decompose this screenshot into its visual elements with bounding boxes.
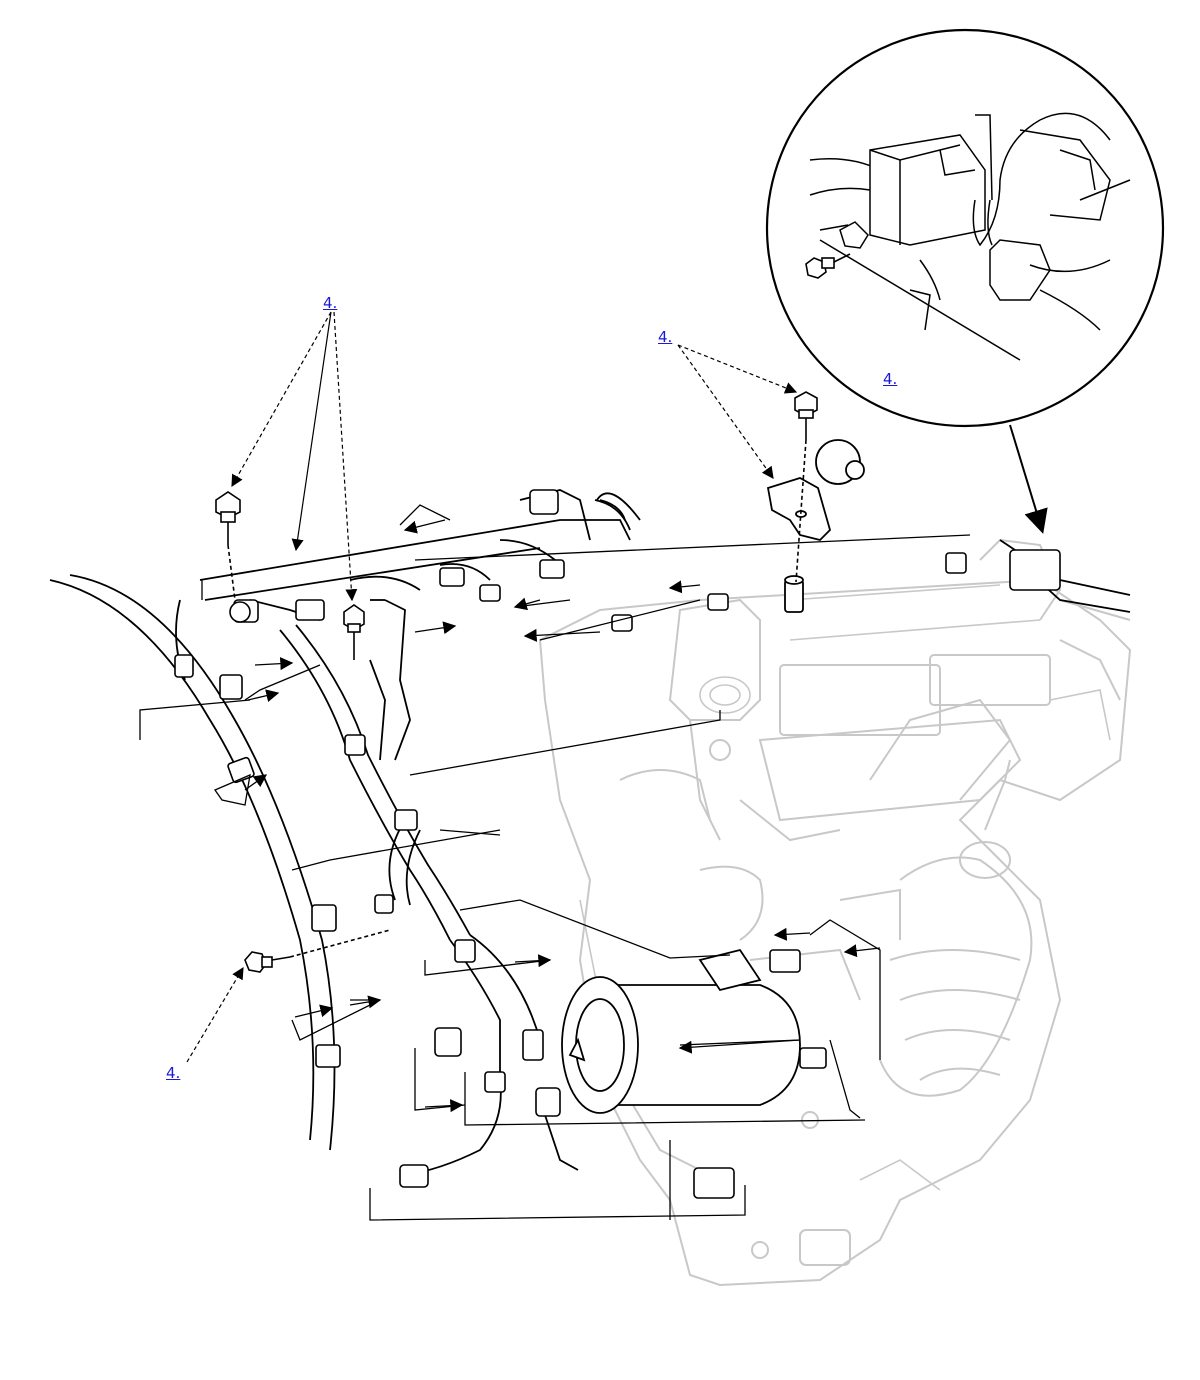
mount-bracket bbox=[766, 439, 865, 613]
callout-label-top-left[interactable]: 4. bbox=[323, 294, 338, 312]
bolt-upper-mid bbox=[343, 604, 365, 660]
callout-label-inset[interactable]: 4. bbox=[883, 370, 898, 388]
engine-block bbox=[538, 538, 1132, 1287]
inset-detail bbox=[765, 28, 1165, 428]
engine-details bbox=[579, 584, 1111, 1191]
bolt-upper-right bbox=[794, 391, 818, 583]
callout-label-lower-left[interactable]: 4. bbox=[166, 1064, 181, 1082]
bolts bbox=[215, 391, 818, 973]
bolt-lower-left bbox=[244, 929, 391, 973]
leader-lines bbox=[186, 276, 883, 1063]
bolt-upper-left bbox=[215, 491, 241, 601]
direction-arrows bbox=[244, 424, 1048, 1113]
starter-motor bbox=[561, 948, 801, 1114]
location-flags bbox=[139, 504, 971, 1221]
callout-label-upper-right[interactable]: 4. bbox=[658, 328, 673, 346]
